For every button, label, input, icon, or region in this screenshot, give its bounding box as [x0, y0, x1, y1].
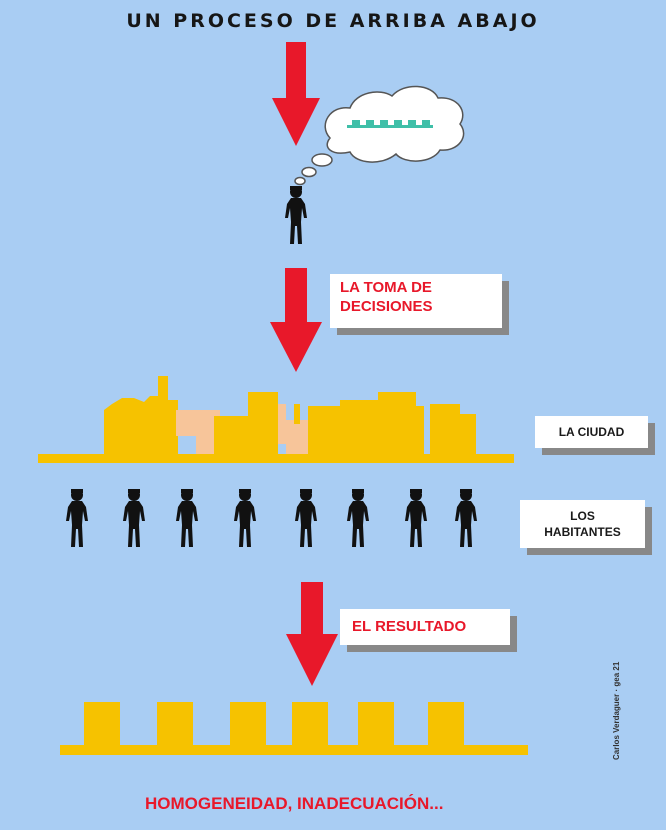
decisions-label-line1: LA TOMA DE — [340, 279, 432, 296]
person-icon — [234, 489, 256, 547]
decisions-label-box: LA TOMA DE DECISIONES — [330, 274, 502, 328]
person-icon — [176, 489, 198, 547]
outcome-text: HOMOGENEIDAD, INADECUACIÓN... — [145, 794, 444, 813]
diagram-title: UN PROCESO DE ARRIBA ABAJO — [126, 10, 540, 32]
person-icon — [347, 489, 369, 547]
uniform-blocks-icon — [60, 702, 528, 755]
result-label: EL RESULTADO — [352, 618, 467, 635]
city-label: LA CIUDAD — [558, 425, 625, 439]
decisions-label-line2: DECISIONES — [340, 298, 433, 315]
person-icon — [455, 489, 477, 547]
inhabitants-label-line1: LOS — [570, 509, 595, 523]
person-icon — [295, 489, 317, 547]
result-label-box: EL RESULTADO — [340, 609, 510, 645]
decision-maker-person-icon — [285, 186, 307, 244]
down-arrow-icon — [272, 42, 320, 146]
city-skyline-icon — [38, 376, 514, 463]
person-icon — [123, 489, 145, 547]
thought-cloud-blocks — [347, 120, 433, 128]
person-icon — [405, 489, 427, 547]
city-label-box: LA CIUDAD — [535, 416, 648, 448]
thought-cloud-icon — [294, 85, 465, 186]
person-icon — [66, 489, 88, 547]
inhabitants-row — [66, 489, 477, 547]
down-arrow-icon — [286, 582, 338, 686]
inhabitants-label-line2: HABITANTES — [544, 525, 621, 539]
inhabitants-label-box: LOS HABITANTES — [520, 500, 645, 548]
down-arrow-icon — [270, 268, 322, 372]
author-credit: Carlos Verdaguer · gea 21 — [612, 661, 621, 760]
